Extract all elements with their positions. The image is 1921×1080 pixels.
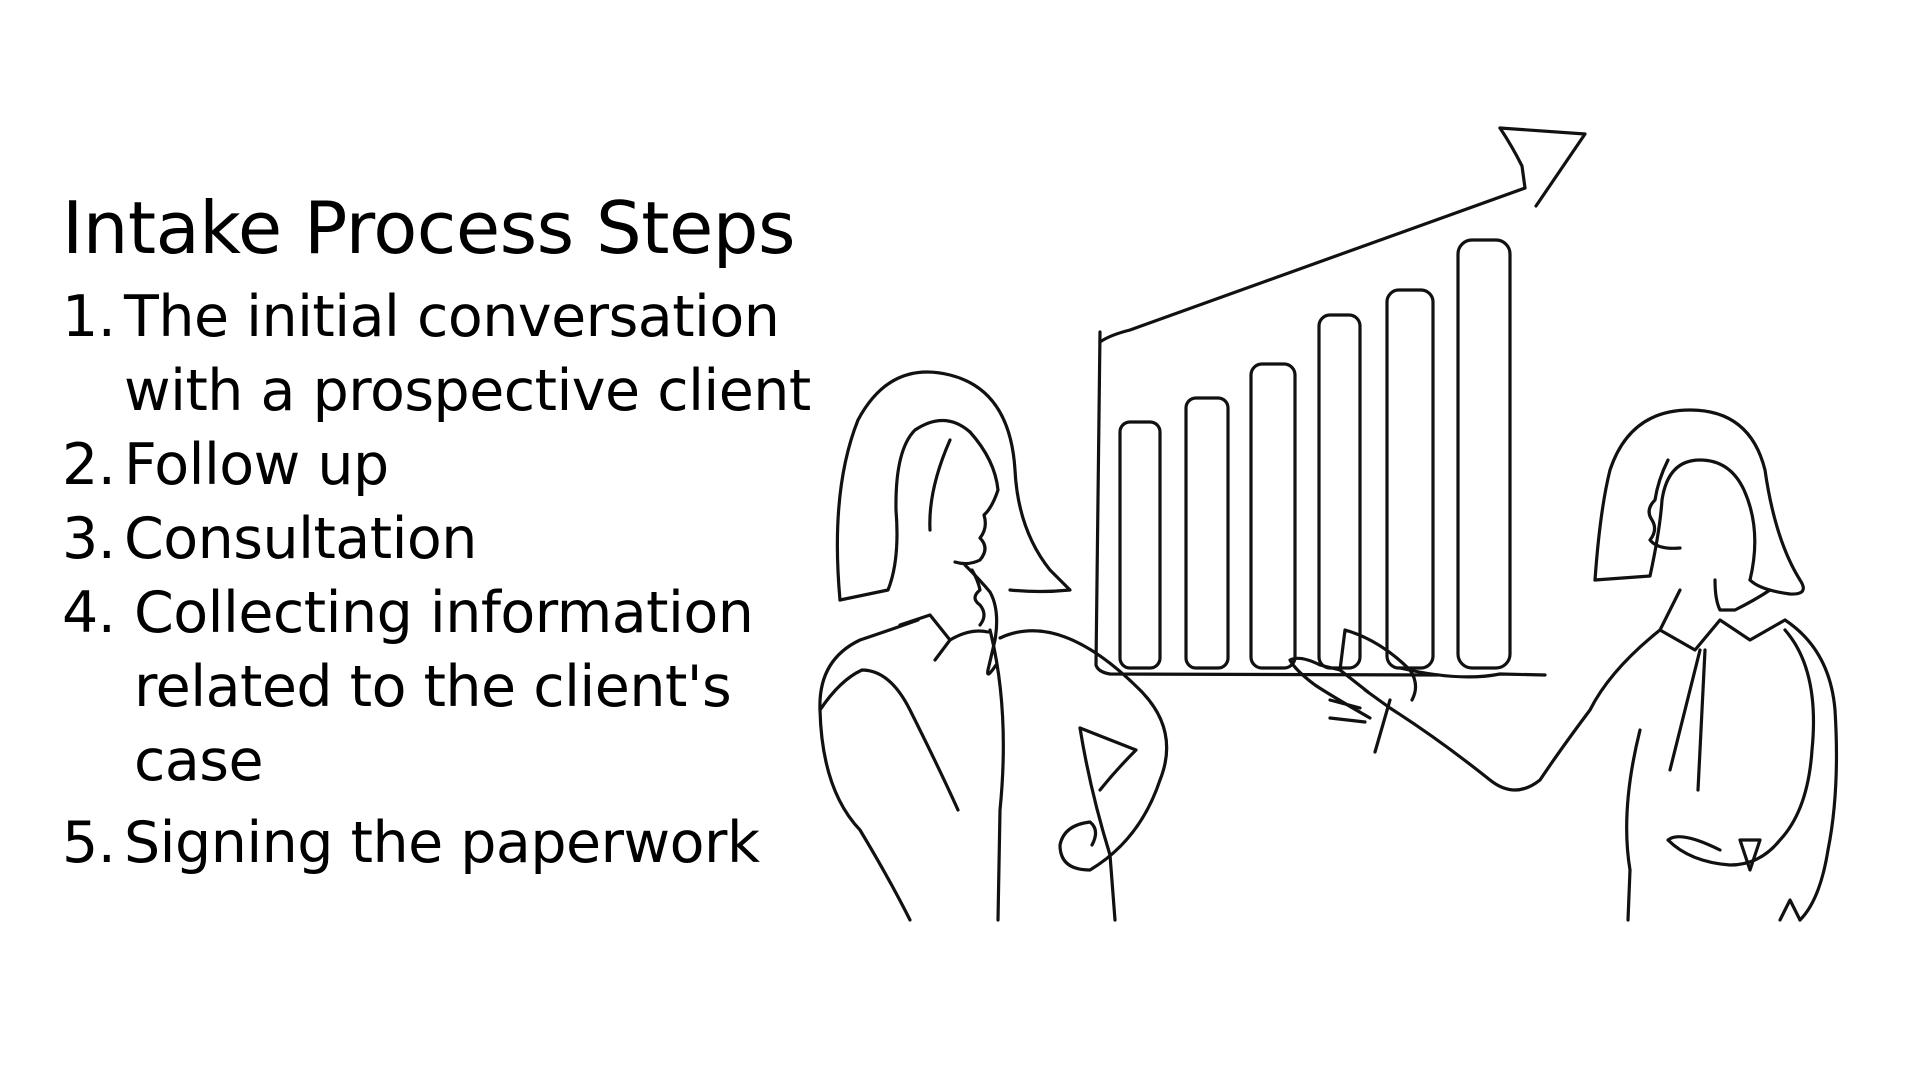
left-woman-face <box>953 430 1000 566</box>
chart-bar <box>1249 362 1297 670</box>
text-block: Intake Process Steps 1. The initial conv… <box>62 180 842 880</box>
step-label: Follow up <box>124 432 389 498</box>
left-woman-body-right <box>1078 726 1117 922</box>
step-number: 3. <box>62 506 116 572</box>
slide-title: Intake Process Steps <box>62 186 796 270</box>
left-woman-body-left <box>818 618 920 922</box>
right-woman-arm-folded <box>1666 628 1816 867</box>
right-woman-body-right <box>1783 618 1839 922</box>
left-woman-cheek <box>928 438 952 532</box>
left-woman-hair-inner <box>838 418 972 602</box>
step-label: Signing the paperwork <box>124 810 760 876</box>
right-woman-hair-inner <box>1593 458 1757 582</box>
left-woman-collar-left <box>898 613 952 662</box>
steps-list: 1. The initial conversation with a prosp… <box>62 280 842 880</box>
chart-baseline-tail <box>1398 666 1547 679</box>
left-woman-hair-outline <box>835 370 1072 602</box>
left-woman-shirt-line <box>988 628 1005 922</box>
arrow-head-inner <box>1498 126 1527 190</box>
pointing-woman-figure <box>1288 408 1839 922</box>
step-number: 5. <box>62 810 116 876</box>
arrow-head <box>1498 126 1587 208</box>
trend-line <box>1098 186 1527 344</box>
step-number: 4. <box>62 580 116 646</box>
list-item: 3. Consultation <box>62 502 842 576</box>
list-item: 2. Follow up <box>62 428 842 502</box>
right-woman-arm-pointing <box>1363 628 1662 792</box>
thinking-woman-figure <box>818 370 1169 922</box>
growth-discussion-illustration <box>818 126 1839 922</box>
right-woman-hem <box>1778 898 1802 922</box>
step-label: Consultation <box>124 506 477 572</box>
chart-axes <box>1094 330 1440 677</box>
growth-bar-chart-icon <box>1094 238 1547 679</box>
right-woman-fingers <box>1328 668 1370 724</box>
list-item: 1. The initial conversation with a prosp… <box>62 280 842 428</box>
right-woman-hair-outline <box>1593 408 1805 596</box>
left-woman-arm-left <box>818 668 960 812</box>
chart-bar <box>1118 420 1162 670</box>
right-woman-hand <box>1738 838 1762 872</box>
step-number: 1. <box>62 284 116 350</box>
right-woman-cuff <box>1373 698 1392 754</box>
chart-bar <box>1456 238 1512 670</box>
list-item: 5. Signing the paperwork <box>62 806 842 880</box>
right-woman-body-left <box>1625 728 1642 922</box>
step-label: The initial conversation with a prospect… <box>124 284 811 424</box>
right-woman-neck <box>1713 578 1772 612</box>
list-item: 4. Collecting information related to the… <box>62 576 842 798</box>
left-woman-cuff <box>1078 726 1138 792</box>
chart-bar <box>1184 396 1230 670</box>
right-woman-face <box>1647 458 1682 550</box>
left-woman-hand-chin <box>963 563 999 676</box>
upward-trend-arrow-icon <box>1098 126 1587 344</box>
step-label: Collecting information related to the cl… <box>134 580 754 794</box>
right-woman-pointing-hand <box>1288 628 1418 720</box>
left-woman-arm-hip <box>998 629 1169 872</box>
chart-bar <box>1385 288 1435 670</box>
right-woman-collar <box>1658 588 1787 652</box>
right-woman-tie <box>1668 648 1707 792</box>
left-woman-fingers <box>970 568 986 627</box>
left-woman-collar-right <box>948 629 990 642</box>
chart-bar <box>1317 313 1362 670</box>
step-number: 2. <box>62 432 116 498</box>
